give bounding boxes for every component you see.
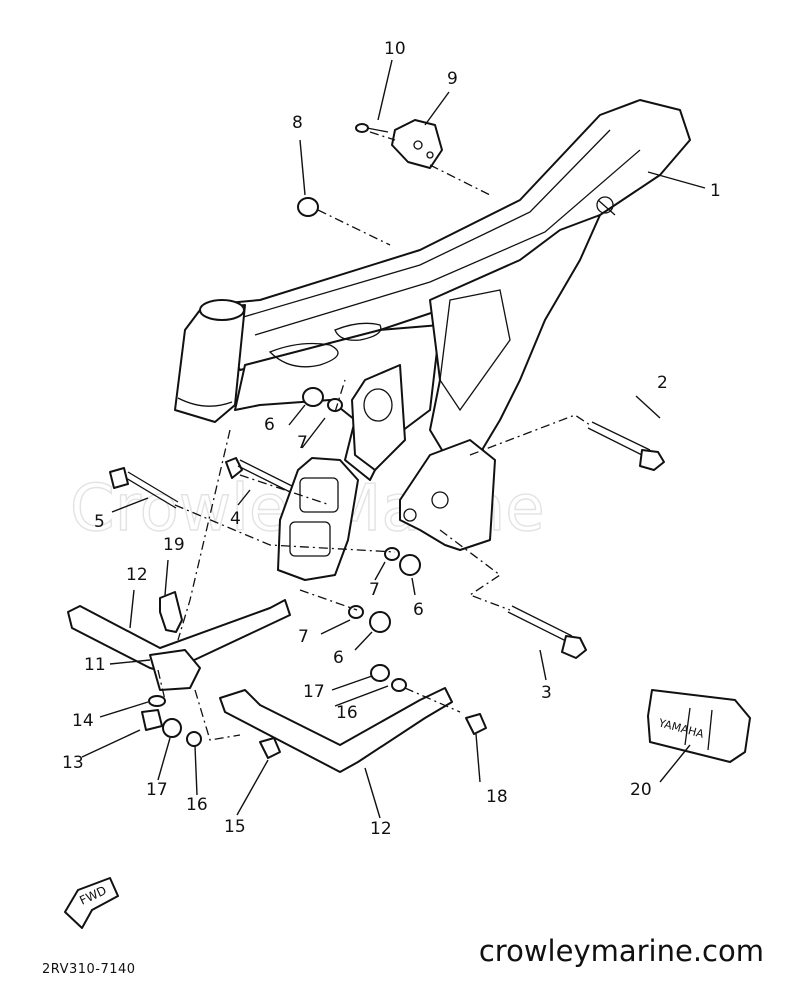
- callout-7-low: 7: [298, 627, 309, 647]
- callout-8: 8: [292, 113, 303, 133]
- callout-7-mid: 7: [369, 580, 380, 600]
- footrest-bar-lower: [219, 687, 453, 773]
- bolt-part-2: [587, 421, 665, 471]
- screw-part-10: [355, 123, 389, 133]
- callout-1: 1: [710, 181, 721, 201]
- callout-6-low: 6: [333, 648, 344, 668]
- bolt-part-3: [507, 605, 587, 659]
- callout-17-left: 17: [146, 780, 168, 800]
- callout-17-right: 17: [303, 682, 325, 702]
- nut-part-6-mid: [399, 554, 421, 576]
- callout-19: 19: [163, 535, 185, 555]
- washer-part-7-mid: [384, 547, 400, 561]
- bolt-part-4: [225, 457, 293, 493]
- callout-18: 18: [486, 787, 508, 807]
- callout-12-upper: 12: [126, 565, 148, 585]
- washer-part-14: [148, 695, 166, 707]
- callout-15: 15: [224, 817, 246, 837]
- callout-4: 4: [230, 509, 241, 529]
- callout-labels: 1 2 3 4 5 6 6 6 7 7 7 8 9 10 11 12 12 13…: [62, 39, 721, 839]
- clip-part-19: [159, 591, 183, 633]
- diagram-code: 2RV310-7140: [42, 962, 136, 977]
- bolt-part-5: [109, 467, 179, 509]
- callout-13: 13: [62, 753, 84, 773]
- footrest-bar-upper: [67, 599, 291, 691]
- bolt-part-18: [465, 713, 487, 735]
- callout-16-right: 16: [336, 703, 358, 723]
- callout-6-top: 6: [264, 415, 275, 435]
- nut-part-17-left: [162, 718, 182, 738]
- callout-20: 20: [630, 780, 652, 800]
- washer-part-7-top: [327, 398, 343, 412]
- callout-9: 9: [447, 69, 458, 89]
- callout-16-left: 16: [186, 795, 208, 815]
- assembly-lines: [157, 131, 591, 741]
- badge-part-20: YAMAHA: [647, 689, 751, 763]
- callout-2: 2: [657, 373, 668, 393]
- nut-part-6-low: [369, 611, 391, 633]
- site-label: crowleymarine.com: [478, 934, 764, 968]
- bolt-part-15: [259, 737, 281, 759]
- callout-14: 14: [72, 711, 94, 731]
- callout-7-top: 7: [297, 433, 308, 453]
- nut-part-6-top: [302, 387, 324, 407]
- washer-part-7-low: [348, 605, 364, 619]
- fwd-arrow-icon: FWD: [64, 877, 119, 929]
- callout-11: 11: [84, 655, 106, 675]
- callout-6-mid: 6: [413, 600, 424, 620]
- leader-lines: [81, 59, 706, 819]
- callout-10: 10: [384, 39, 406, 59]
- washer-part-16-right: [391, 678, 407, 692]
- bolt-part-13: [141, 709, 163, 731]
- nut-part-17-right: [370, 664, 390, 682]
- callout-12-lower: 12: [370, 819, 392, 839]
- washer-part-16-left: [186, 731, 202, 747]
- bracket-part-9: [391, 119, 443, 169]
- callout-3: 3: [541, 683, 552, 703]
- nut-part-8: [297, 197, 319, 217]
- callout-5: 5: [94, 512, 105, 532]
- engine-plate-part: [277, 457, 359, 581]
